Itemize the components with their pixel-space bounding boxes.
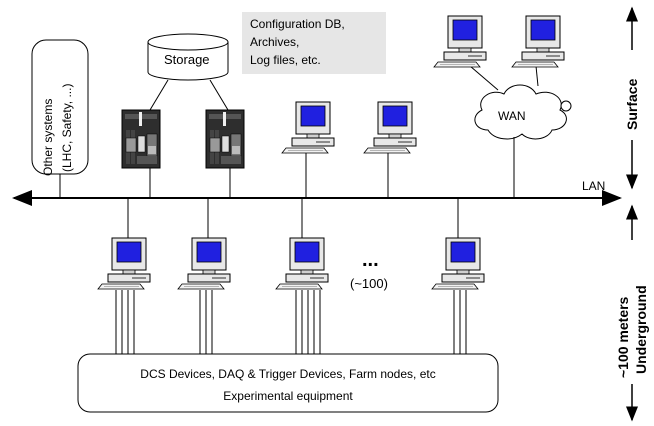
underground-label-1: ~100 meters bbox=[615, 296, 631, 378]
crate-icon bbox=[205, 109, 245, 169]
device-bundle bbox=[453, 290, 467, 354]
wan-label: WAN bbox=[498, 109, 526, 123]
devices-label-1: DCS Devices, DAQ & Trigger Devices, Farm… bbox=[140, 367, 435, 381]
storage-link-left bbox=[149, 79, 169, 111]
wan-workstation-link bbox=[469, 65, 499, 91]
cloud-icon bbox=[474, 84, 572, 140]
storage-label: Storage bbox=[164, 52, 210, 67]
workstation-icon bbox=[433, 15, 487, 68]
other-systems-label-1: Other systems bbox=[41, 99, 55, 176]
device-bundle bbox=[115, 290, 135, 354]
devices-label-2: Experimental equipment bbox=[223, 389, 353, 403]
ellipsis-label: ... bbox=[362, 249, 379, 271]
other-systems-label-2: (LHC, Safety, ...) bbox=[60, 84, 74, 172]
storage-cylinder-icon bbox=[147, 33, 229, 81]
surface-label: Surface bbox=[624, 78, 640, 130]
workstation-icon bbox=[431, 237, 485, 290]
storage-link-right bbox=[209, 79, 229, 111]
device-bundle bbox=[199, 290, 213, 354]
underground-label-2: Underground bbox=[633, 285, 649, 374]
wan-workstation-link bbox=[535, 65, 539, 87]
config-note-line-1: Configuration DB, bbox=[250, 17, 345, 31]
device-bundle bbox=[295, 290, 321, 354]
lan-label: LAN bbox=[582, 179, 605, 193]
workstation-icon bbox=[511, 15, 565, 68]
devices-box bbox=[77, 353, 499, 413]
workstation-icon bbox=[281, 101, 335, 154]
config-note-box bbox=[242, 12, 386, 74]
crate-icon bbox=[121, 109, 161, 169]
workstation-icon bbox=[363, 101, 417, 154]
workstation-icon bbox=[177, 237, 231, 290]
workstation-icon bbox=[275, 237, 329, 290]
count-label: (~100) bbox=[350, 276, 388, 291]
workstation-icon bbox=[97, 237, 151, 290]
config-note-line-2: Archives, bbox=[250, 35, 299, 49]
config-note-line-3: Log files, etc. bbox=[250, 53, 321, 67]
